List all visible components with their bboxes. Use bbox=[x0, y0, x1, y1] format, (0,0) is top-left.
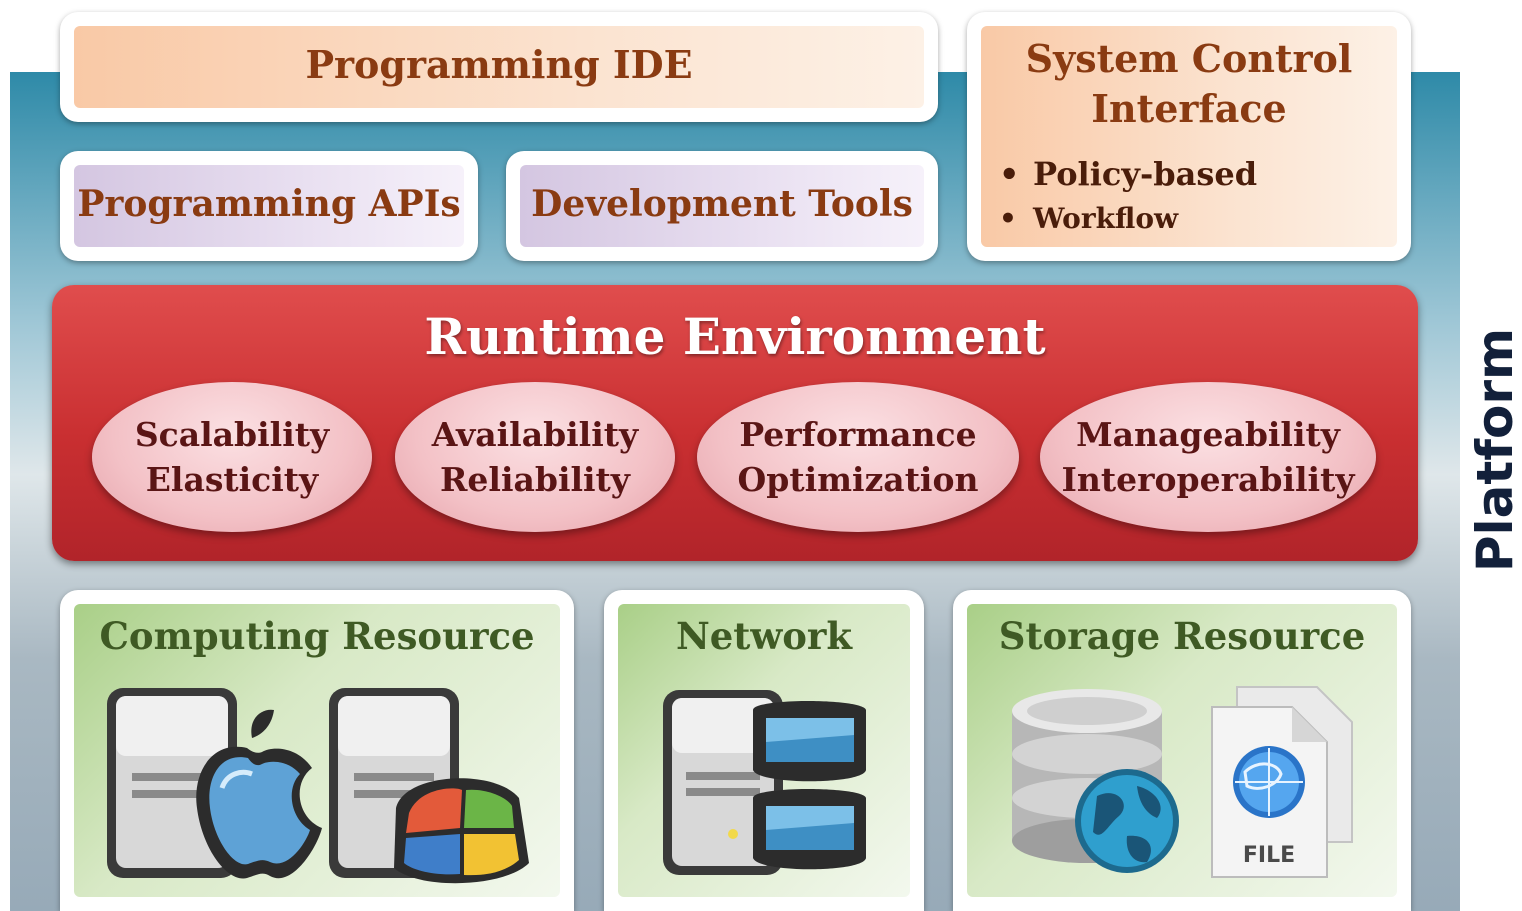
quality-oval-manageability: Manageability Interoperability bbox=[1040, 382, 1376, 532]
system-control-title-line2: Interface bbox=[1091, 86, 1287, 131]
quality-line2: Reliability bbox=[440, 460, 630, 499]
file-globe-icon: FILE bbox=[1211, 686, 1353, 878]
network-box: Network bbox=[618, 604, 910, 897]
storage-resource-box: Storage Resource FILE bbox=[967, 604, 1397, 897]
system-control-title-line1: System Control bbox=[1025, 36, 1353, 81]
bullet-item: • Workflow bbox=[981, 194, 1257, 244]
quality-line1: Scalability bbox=[134, 415, 330, 454]
programming-ide-panel: Programming IDE bbox=[60, 12, 938, 122]
computing-resource-box: Computing Resource bbox=[74, 604, 560, 897]
bullet-text: Workflow bbox=[1033, 202, 1179, 235]
file-label: FILE bbox=[1243, 843, 1295, 868]
quality-oval-availability: Availability Reliability bbox=[395, 382, 675, 532]
database-globe-icon bbox=[1012, 689, 1179, 873]
system-control-bullets: • Policy-based • Workflow bbox=[981, 154, 1257, 244]
bullet-dot-icon: • bbox=[999, 202, 1017, 235]
network-panel: Network bbox=[604, 590, 924, 911]
development-tools-label: Development Tools bbox=[531, 183, 913, 225]
programming-ide-box: Programming IDE bbox=[74, 26, 924, 108]
network-server-icon bbox=[663, 690, 866, 875]
runtime-environment-title: Runtime Environment bbox=[424, 307, 1046, 366]
bullet-text: Policy-based bbox=[1033, 155, 1258, 193]
quality-oval-performance: Performance Optimization bbox=[697, 382, 1019, 532]
quality-line1: Manageability bbox=[1076, 415, 1340, 454]
quality-line2: Elasticity bbox=[145, 460, 319, 499]
server-windows-icon bbox=[329, 688, 529, 884]
development-tools-panel: Development Tools bbox=[506, 151, 938, 261]
programming-apis-panel: Programming APIs bbox=[60, 151, 478, 261]
storage-resource-panel: Storage Resource FILE bbox=[953, 590, 1411, 911]
quality-oval-scalability: Scalability Elasticity bbox=[92, 382, 372, 532]
computing-resource-panel: Computing Resource bbox=[60, 590, 574, 911]
quality-line2: Interoperability bbox=[1061, 460, 1355, 499]
quality-line1: Availability bbox=[431, 415, 639, 454]
platform-label: Platform bbox=[1466, 327, 1522, 573]
storage-resource-title: Storage Resource bbox=[998, 614, 1366, 658]
bullet-item: • Policy-based bbox=[981, 154, 1257, 194]
development-tools-box: Development Tools bbox=[520, 165, 924, 247]
quality-line2: Optimization bbox=[737, 460, 979, 499]
bullet-dot-icon: • bbox=[999, 155, 1020, 193]
runtime-environment-panel: Runtime Environment Scalability Elastici… bbox=[52, 285, 1418, 561]
system-control-box: System Control Interface • Policy-based … bbox=[981, 26, 1397, 247]
programming-apis-box: Programming APIs bbox=[74, 165, 464, 247]
system-control-panel: System Control Interface • Policy-based … bbox=[967, 12, 1411, 261]
programming-apis-label: Programming APIs bbox=[77, 183, 461, 225]
server-apple-icon bbox=[107, 688, 322, 879]
network-title: Network bbox=[675, 614, 853, 658]
quality-line1: Performance bbox=[739, 415, 977, 454]
computing-resource-title: Computing Resource bbox=[99, 614, 535, 658]
programming-ide-label: Programming IDE bbox=[305, 42, 693, 87]
